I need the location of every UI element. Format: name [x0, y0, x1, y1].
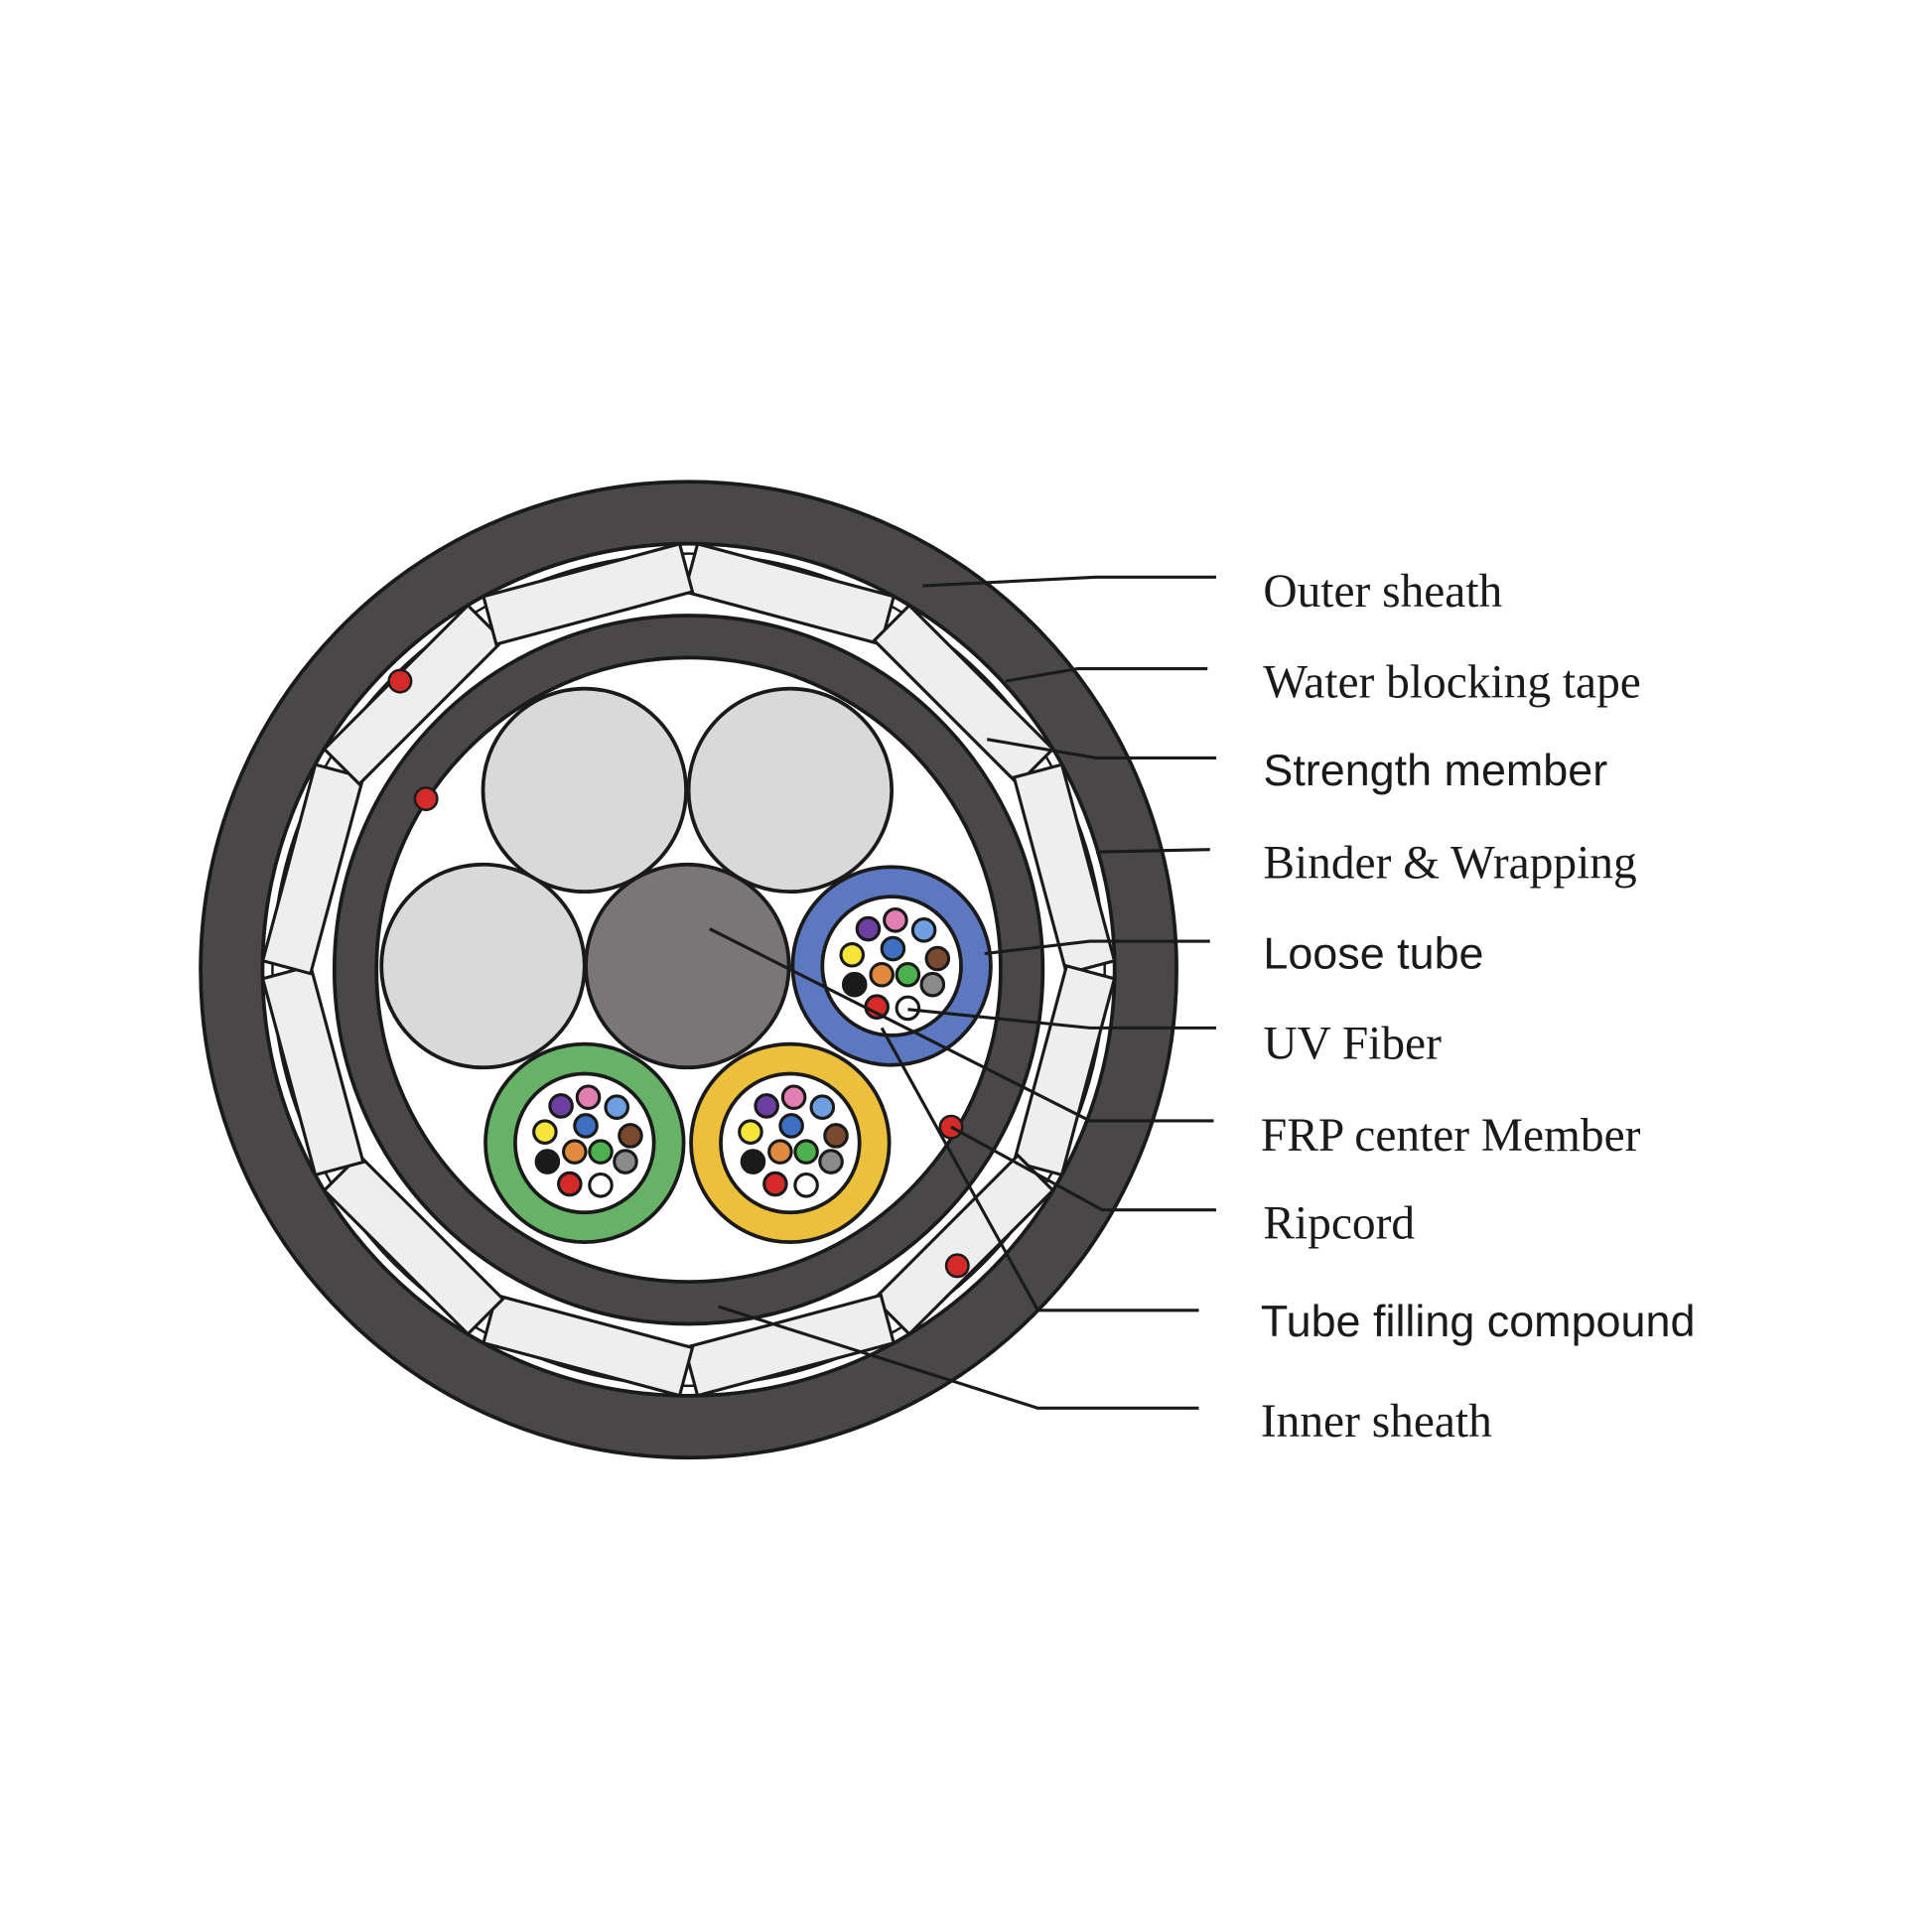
optical-fiber — [573, 1113, 599, 1139]
optical-fiber — [793, 1173, 819, 1198]
optical-fiber — [823, 1123, 849, 1149]
filler-rod — [379, 862, 587, 1070]
strength-member — [260, 963, 365, 1177]
leader-line — [950, 1125, 1216, 1212]
optical-fiber — [548, 1093, 574, 1119]
optical-fiber — [883, 907, 908, 933]
optical-fiber — [895, 995, 921, 1022]
leader-line — [986, 738, 1216, 759]
optical-fiber — [767, 1139, 793, 1165]
label-uv-fiber: UV Fiber — [1263, 1019, 1442, 1070]
optical-fiber — [778, 1113, 804, 1139]
strength-member — [872, 603, 1055, 786]
optical-fiber — [793, 1139, 819, 1165]
filler-rod — [481, 686, 688, 895]
label-strength-member: Strength member — [1263, 745, 1607, 795]
optical-fiber — [869, 961, 895, 988]
ripcord — [938, 1114, 964, 1140]
leader-line — [922, 575, 1216, 588]
label-frp-center-member: FRP center Member — [1261, 1110, 1641, 1162]
label-ripcord: Ripcord — [1263, 1197, 1415, 1249]
loose-tubes — [483, 865, 993, 1245]
optical-fiber — [818, 1149, 844, 1174]
optical-fiber — [557, 1171, 583, 1197]
optical-fiber — [613, 1149, 638, 1174]
optical-fiber — [604, 1094, 630, 1120]
optical-fiber — [809, 1094, 836, 1120]
ripcord — [413, 786, 439, 812]
strength-member — [1012, 762, 1117, 976]
leader-lines — [709, 575, 1216, 1410]
label-binder-wrapping: Binder & Wrapping — [1263, 837, 1636, 889]
strength-member — [260, 762, 365, 976]
strength-member — [482, 1293, 695, 1398]
optical-fiber — [895, 961, 921, 988]
leader-line — [1005, 667, 1208, 683]
filler-rod — [686, 686, 895, 895]
optical-fiber — [738, 1119, 763, 1145]
label-tube-filling-compound: Tube filling compound — [1261, 1296, 1696, 1346]
leader-line — [880, 1027, 1199, 1312]
strength-members — [260, 541, 1117, 1398]
optical-fiber — [924, 945, 951, 972]
optical-fiber — [618, 1123, 643, 1149]
label-inner-sheath: Inner sheath — [1261, 1396, 1492, 1448]
optical-fiber — [754, 1093, 779, 1119]
leader-line — [1095, 848, 1210, 854]
ripcords — [387, 668, 970, 1279]
optical-fiber — [575, 1084, 602, 1111]
label-water-blocking-tape: Water blocking tape — [1263, 656, 1640, 708]
ripcord — [944, 1253, 970, 1279]
leader-line — [709, 927, 1214, 1123]
optical-fiber — [588, 1173, 614, 1198]
optical-fiber — [841, 971, 868, 998]
optical-fiber — [919, 971, 946, 998]
optical-fiber — [780, 1084, 807, 1111]
optical-fiber — [762, 1171, 788, 1197]
optical-fiber — [532, 1119, 558, 1145]
strength-member — [322, 1153, 505, 1336]
optical-fiber — [588, 1139, 614, 1165]
optical-fiber — [740, 1149, 766, 1174]
strength-member — [482, 541, 695, 646]
optical-fiber — [534, 1149, 561, 1174]
label-outer-sheath: Outer sheath — [1263, 566, 1502, 618]
optical-fiber — [855, 915, 882, 942]
optical-fiber — [880, 935, 906, 962]
label-loose-tube: Loose tube — [1263, 927, 1483, 978]
optical-fiber — [910, 917, 937, 943]
leader-line — [718, 1305, 1199, 1410]
leader-line — [907, 1008, 1216, 1030]
binder-wrapping — [271, 552, 1106, 1388]
frp-center-member — [584, 862, 791, 1070]
strength-member — [1012, 963, 1117, 1177]
optical-fiber — [839, 941, 866, 968]
optical-fiber — [562, 1139, 588, 1165]
leader-line — [984, 939, 1210, 956]
ripcord — [387, 668, 413, 694]
strength-member — [682, 541, 897, 646]
strength-member — [682, 1293, 897, 1398]
